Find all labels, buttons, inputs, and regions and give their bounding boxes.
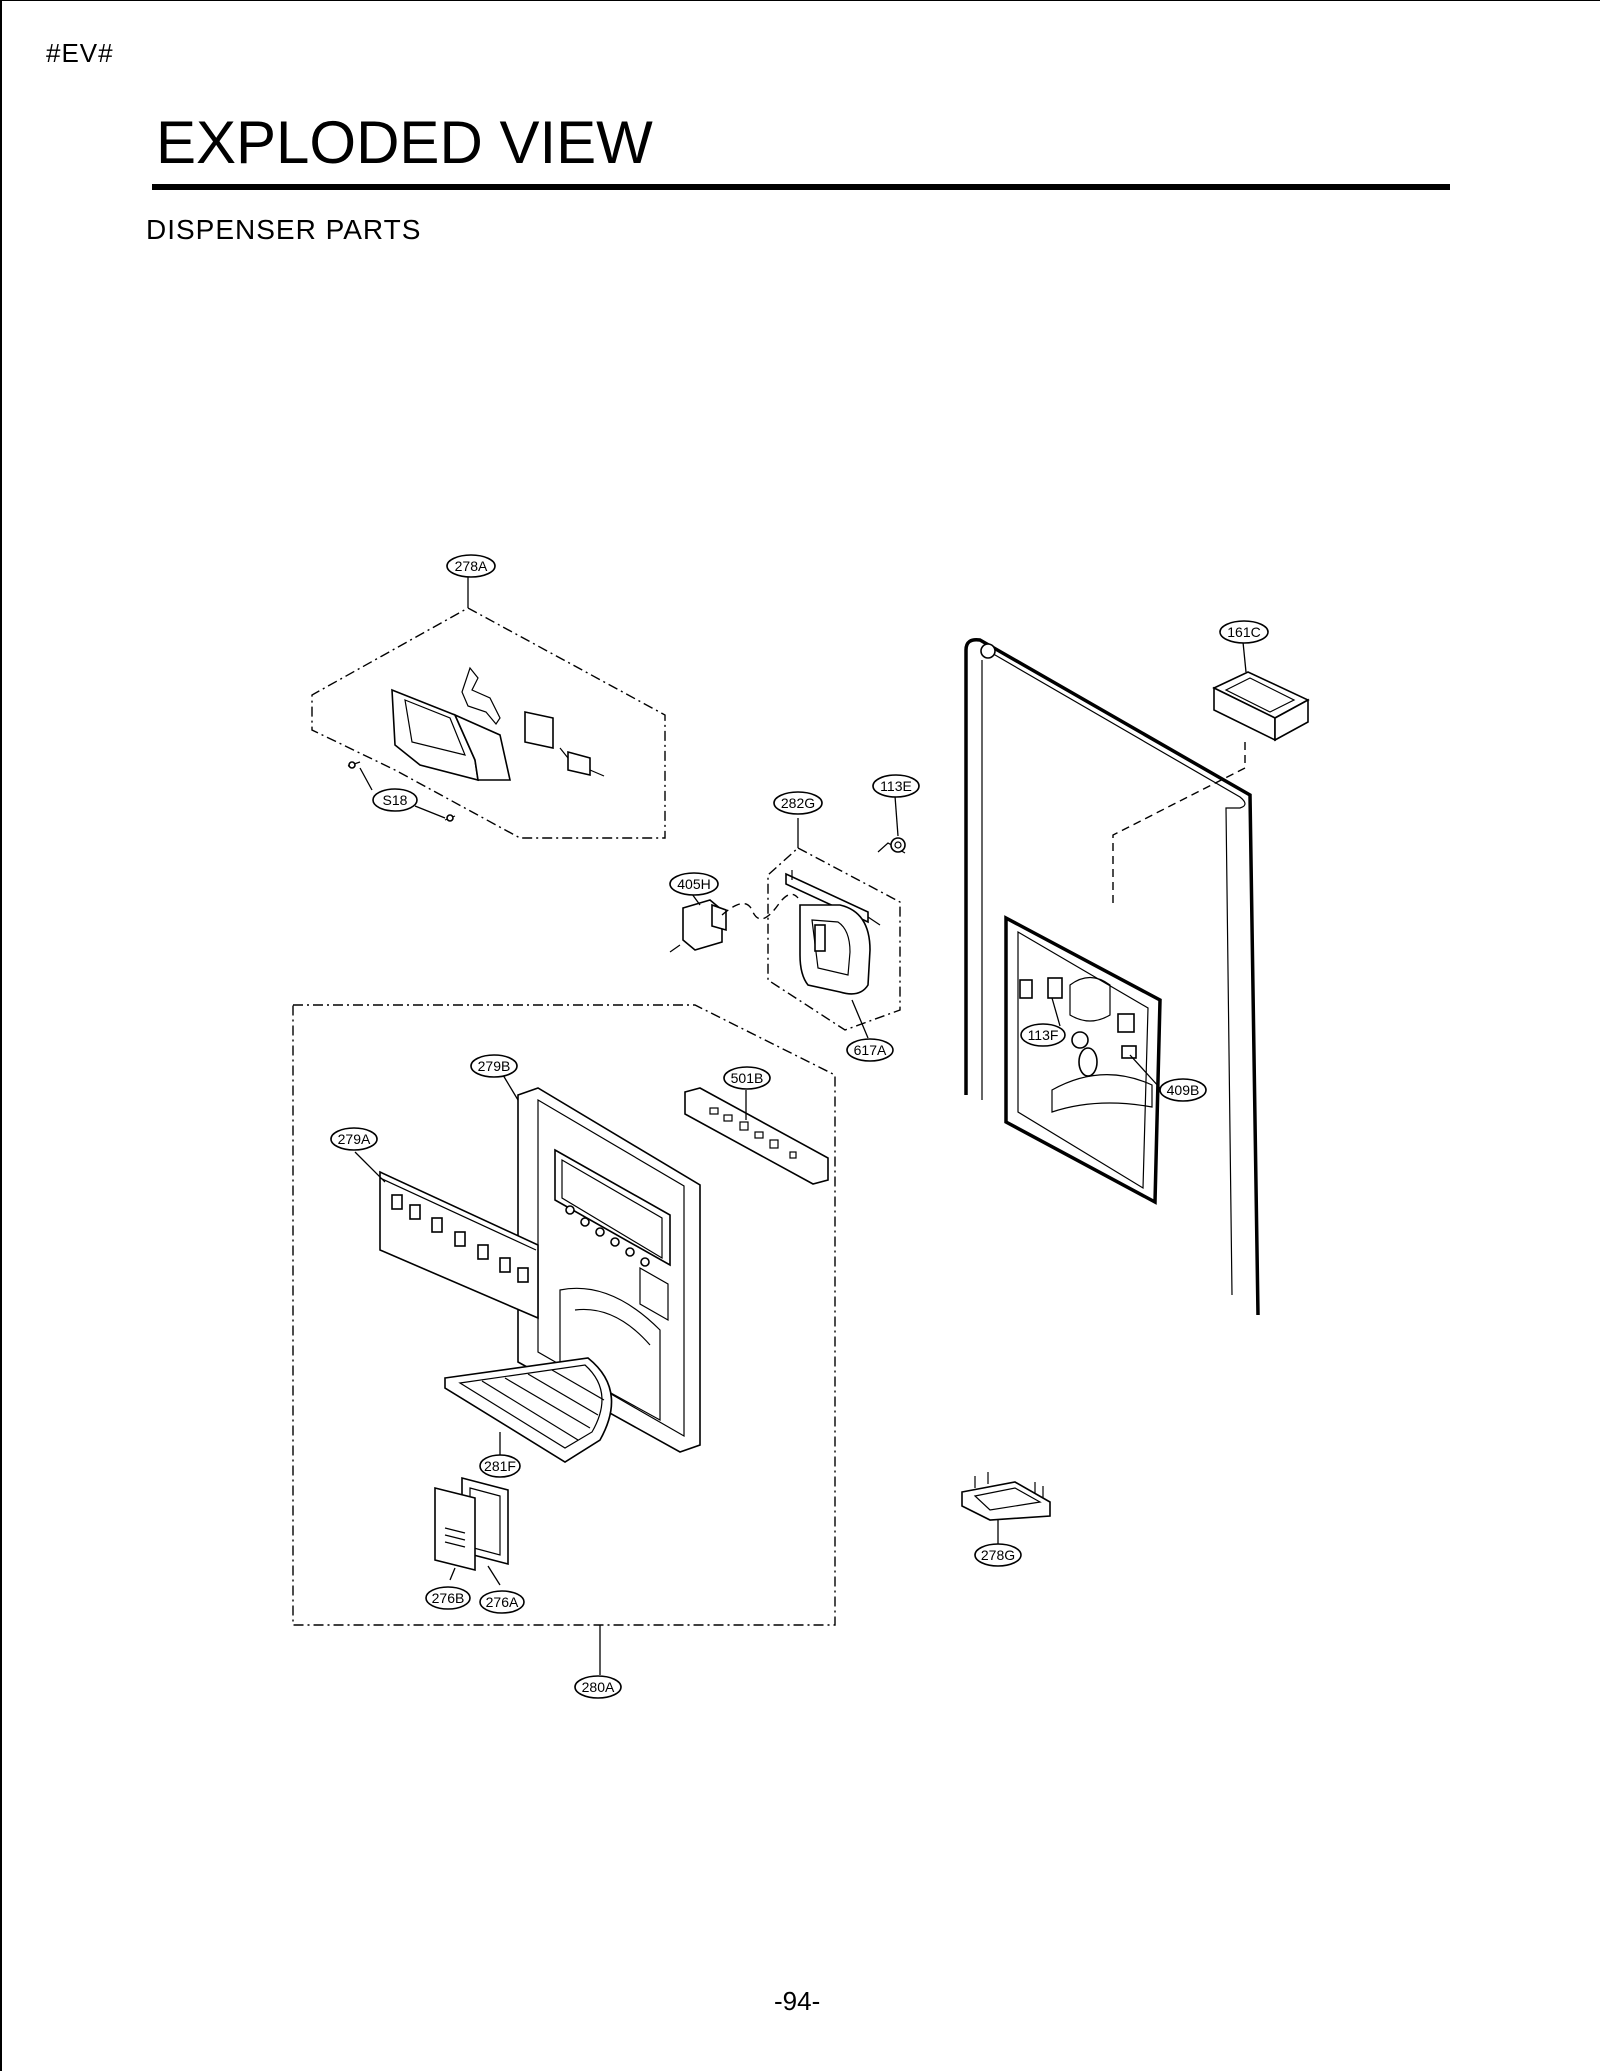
callout-501B: 501B — [723, 1066, 771, 1090]
callout-113F: 113F — [1020, 1023, 1066, 1047]
callout-405H: 405H — [669, 872, 719, 896]
callout-label: 280A — [582, 1679, 615, 1695]
callout-label: 113F — [1028, 1027, 1059, 1043]
page-border-top — [0, 0, 1600, 1]
page-number: -94- — [774, 1986, 821, 2016]
callout-276B: 276B — [425, 1586, 471, 1610]
panel-keys — [391, 1194, 529, 1283]
callout-label: 282G — [781, 795, 815, 811]
part-group-282G — [669, 795, 906, 1039]
callout-label: 405H — [677, 876, 710, 892]
callout-276A: 276A — [479, 1590, 525, 1614]
title-rule — [152, 184, 1450, 190]
callout-278G: 278G — [974, 1543, 1022, 1567]
callout-label: 409B — [1167, 1082, 1200, 1098]
leader-113F — [1051, 997, 1061, 1027]
callout-113E: 113E — [872, 774, 920, 798]
callout-label: S18 — [383, 792, 408, 808]
part-group-278A — [311, 575, 666, 839]
callout-label: 276A — [486, 1594, 519, 1610]
page-title: EXPLODED VIEW — [156, 109, 653, 176]
callout-label: 276B — [432, 1590, 465, 1606]
page-border-left — [0, 0, 2, 2071]
callout-617A: 617A — [846, 1038, 894, 1062]
callout-label: 113E — [880, 778, 912, 794]
leader-409B — [1129, 1054, 1161, 1089]
callout-S18: S18 — [372, 788, 418, 812]
callout-label: 278G — [981, 1547, 1015, 1563]
callout-label: 501B — [731, 1070, 764, 1086]
callout-409B: 409B — [1159, 1078, 1207, 1102]
callout-label: 161C — [1227, 624, 1260, 640]
callout-279A: 279A — [330, 1127, 378, 1151]
callout-282G: 282G — [773, 791, 823, 815]
callout-281F: 281F — [479, 1454, 521, 1478]
callout-label: 278A — [455, 558, 488, 574]
section-heading: DISPENSER PARTS — [146, 214, 422, 245]
pcb-components — [709, 1107, 797, 1159]
callout-label: 281F — [484, 1458, 516, 1474]
tray-grille — [481, 1369, 605, 1441]
callout-161C: 161C — [1219, 620, 1269, 644]
page-tag: #EV# — [46, 38, 114, 68]
door-panel — [964, 637, 1310, 1316]
callout-label: 617A — [854, 1042, 887, 1058]
callout-278A: 278A — [446, 554, 496, 578]
part-group-280A — [292, 1004, 836, 1675]
cover-slots — [444, 1527, 466, 1548]
frame-buttons — [565, 1205, 650, 1267]
callout-label: 279A — [338, 1131, 371, 1147]
callout-280A: 280A — [574, 1675, 622, 1699]
part-group-278G — [961, 1472, 1051, 1546]
callout-label: 279B — [478, 1058, 511, 1074]
callout-279B: 279B — [470, 1054, 518, 1078]
housing-posts — [974, 1472, 1044, 1498]
